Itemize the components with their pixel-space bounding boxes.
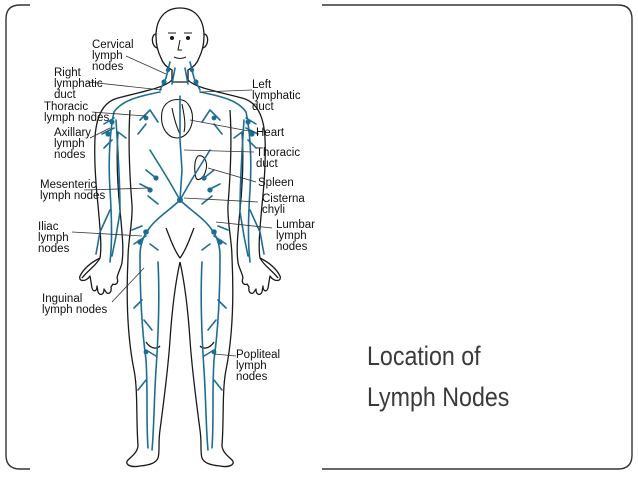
label-left-duct-2: lymphatic [252,90,301,102]
label-left-duct-3: duct [252,101,275,113]
body-outline [79,7,281,468]
label-mesenteric-2: lymph nodes [40,190,105,202]
label-lumbar-2: lymph [276,230,307,242]
svg-text:Mesenteric lymph nodes: Mesenteric lymph nodes [40,179,105,202]
label-lumbar-3: nodes [276,241,308,253]
label-right-duct-2: lymphatic [54,78,103,90]
slide-title: Location of Lymph Nodes [367,336,573,418]
label-right-duct-3: duct [54,89,77,101]
lymph-node-dots [105,67,255,355]
svg-text:Heart: Heart [256,127,285,139]
label-left-duct-1: Left [252,79,272,91]
svg-text:Cervical lymph: Cervical lymph nodes [92,39,137,73]
slide-title-line-2: Lymph Nodes [367,382,510,412]
label-thoracic-nodes-1: Thoracic [44,101,88,113]
svg-text:Lumbar lymph n: Lumbar lymph nodes [276,219,318,253]
svg-text:Thoracic lymph nodes: Thoracic lymph nodes [44,101,109,124]
face [168,32,192,59]
slide-title-line-1: Location of [367,341,481,371]
diagram-labels: Cervical lymph nodes Right lymphatic duc… [38,39,318,383]
label-cisterna-2: chyli [262,204,285,216]
label-cervical-2: lymph [92,50,123,62]
svg-text:Axillary lymph: Axillary lymph nodes [54,127,94,161]
label-popliteal-2: lymph [236,360,267,372]
label-inguinal-1: Inguinal [42,293,82,305]
label-mesenteric-1: Mesenteric [40,179,96,191]
label-thoracic-nodes-2: lymph nodes [44,112,109,124]
label-leader-lines [71,55,273,357]
label-thoracic-duct-2: duct [256,158,279,170]
svg-text:Spleen: Spleen [258,177,294,189]
label-heart: Heart [256,127,285,139]
svg-text:Thoracic duct: Thoracic duct [256,147,303,170]
label-inguinal-2: lymph nodes [42,304,107,316]
svg-text:Right lymphatic: Right lymphatic duct [54,67,106,101]
label-iliac-3: nodes [38,243,70,255]
svg-text:Iliac lymph no: Iliac lymph nodes [38,221,72,255]
label-thoracic-duct-1: Thoracic [256,147,300,159]
heart-organ [160,98,194,139]
lymph-vessels [95,61,265,451]
label-axillary-2: lymph [54,138,85,150]
label-cervical-3: nodes [92,61,124,73]
label-right-duct-1: Right [54,67,82,79]
label-popliteal-1: Popliteal [236,349,280,361]
label-axillary-3: nodes [54,149,86,161]
label-axillary-1: Axillary [54,127,91,139]
svg-text:Left lymphatic: Left lymphatic duct [252,79,304,113]
label-popliteal-3: nodes [236,371,268,383]
svg-text:Popliteal lymph: Popliteal lymph nodes [236,349,283,383]
label-spleen: Spleen [258,177,294,189]
label-iliac-2: lymph [38,232,69,244]
label-cervical-1: Cervical [92,39,134,51]
label-cisterna-1: Cisterna [262,193,305,205]
label-iliac-1: Iliac [38,221,59,233]
label-lumbar-1: Lumbar [276,219,315,231]
svg-text:Cisterna chyli: Cisterna chyli [262,193,308,216]
svg-text:Inguinal lymph nodes: Inguinal lymph nodes [42,293,107,316]
